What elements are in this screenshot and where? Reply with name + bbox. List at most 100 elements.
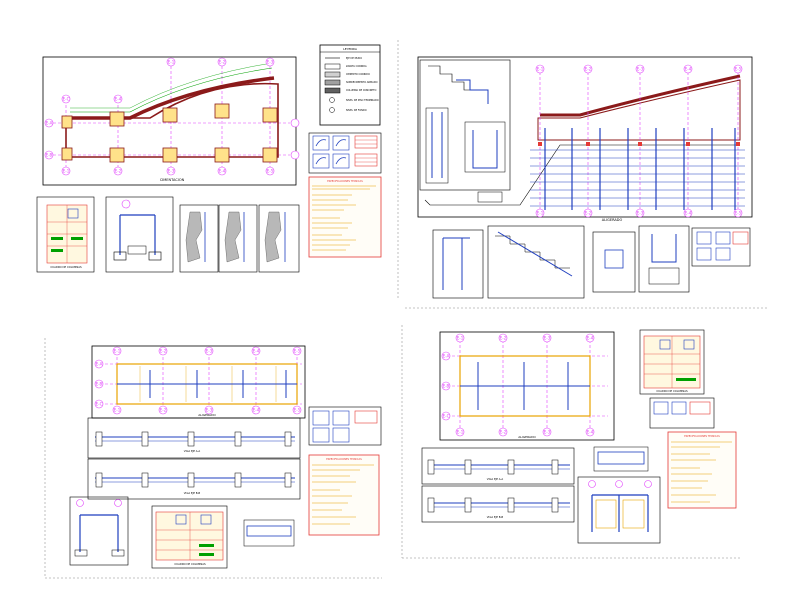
q3-axis-label: E-4 <box>253 349 260 354</box>
q1-detail-cards <box>308 132 382 174</box>
q1-foundation-section <box>105 196 174 273</box>
q3-axis-label: E-B <box>96 382 103 387</box>
q4-axis-label: E-1 <box>457 430 464 435</box>
q3-axis-label: E-A <box>96 362 103 367</box>
q2-axis-label: E-5 <box>735 211 742 216</box>
q1-axis-label: E-2 <box>115 169 122 174</box>
q3-beam-elevation-a: VIGA EJE A-A <box>87 417 301 459</box>
q4-axis-label: E-4 <box>587 336 594 341</box>
q1-axis-label: E-1 <box>168 60 175 65</box>
q3-axis-label: E-5 <box>294 349 301 354</box>
q4-axis-label: E-C <box>443 414 450 419</box>
q1-foundation-plan <box>42 56 297 186</box>
q1-column-table: CUADRO DE COLUMNAS <box>36 196 95 273</box>
q2-lower-details <box>432 225 751 299</box>
q4-elev-a-title: VIGA EJE A-A <box>487 477 504 481</box>
q1-axis-label: E-B <box>46 153 53 158</box>
q3-section-detail <box>243 519 295 547</box>
legend-row: NIVEL DE FONDO <box>346 109 367 112</box>
q3-slab-plan <box>91 345 306 419</box>
q3-specs-title: ESPECIFICACIONES TECNICAS <box>326 458 362 461</box>
q2-axis-label: E-4 <box>685 67 692 72</box>
q3-axis-label: E-1 <box>114 408 121 413</box>
q3-axis-label: E-4 <box>253 408 260 413</box>
q3-axis-label: E-2 <box>160 408 167 413</box>
q1-axis-bubbles-bottom: E-1 E-2 E-3 E-4 E-5 <box>61 166 275 176</box>
legend-row: EJE DE MURO <box>346 57 362 60</box>
q4-elev-b-title: VIGA EJE B-B <box>487 515 504 519</box>
q1-axis-bubbles-top: E-1 E-2 E-3 E-4 E-A E-B E-C <box>44 57 300 160</box>
q3-detail-cards <box>308 406 382 446</box>
q4-column-table: CUADRO DE COLUMNAS <box>639 329 705 395</box>
q3-plan-title: ALIGERADO <box>198 413 216 417</box>
q4-specifications-box: ESPECIFICACIONES TECNICAS <box>667 431 737 509</box>
q1-axis-label: E-3 <box>168 169 175 174</box>
q4-axis-bubbles: E-1 E-2 E-3 E-4 E-A E-B E-C E-1 E-2 E-3 … <box>441 333 595 437</box>
q4-axis-label: E-1 <box>457 336 464 341</box>
legend-row: SOBRECIMIENTO ARMADO <box>346 81 378 84</box>
q3-column-table: CUADRO DE COLUMNAS <box>151 505 228 569</box>
legend-row: ZAPATA CORRIDA <box>346 65 367 68</box>
q1-plan-title: CIMENTACION <box>160 178 185 182</box>
legend-box: LEYENDA EJE DE MURO ZAPATA CORRIDA CIMIE… <box>319 44 381 126</box>
q4-slab-plan <box>439 331 615 441</box>
sheet-boundaries <box>44 40 768 579</box>
q1-axis-label: E-4 <box>219 169 226 174</box>
q4-small-detail <box>593 446 649 472</box>
q2-axis-label: E-1 <box>537 211 544 216</box>
q3-frame-section <box>69 496 129 566</box>
q3-axis-label: E-3 <box>206 408 213 413</box>
q4-axis-label: E-A <box>443 354 450 359</box>
q1-specifications-box: ESPECIFICACIONES TECNICAS <box>308 176 382 258</box>
q4-axis-label: E-3 <box>544 430 551 435</box>
q2-axis-label: E-3 <box>637 67 644 72</box>
q3-axis-label: E-3 <box>206 349 213 354</box>
q4-axis-label: E-3 <box>544 336 551 341</box>
legend-row: CIMIENTO CORRIDO <box>346 73 370 76</box>
q1-axis-label: E-3 <box>267 60 274 65</box>
q2-axis-label: E-4 <box>685 211 692 216</box>
q3-axis-label: E-2 <box>160 349 167 354</box>
q1-axis-label: E-1 <box>63 169 70 174</box>
q4-axis-label: E-B <box>443 384 450 389</box>
q1-axis-label: E-4 <box>115 97 122 102</box>
q1-table-title: CUADRO DE COLUMNAS <box>50 265 82 269</box>
legend-row: NIVEL DE PISO TERMINADO <box>346 99 379 102</box>
q4-axis-label: E-4 <box>587 430 594 435</box>
q2-axis-label: E-5 <box>735 67 742 72</box>
q4-axis-label: E-2 <box>500 336 507 341</box>
q3-elev-a-title: VIGA EJE A-A <box>184 449 201 453</box>
q2-axis-label: E-1 <box>537 67 544 72</box>
q4-plan-title: ALIGERADO <box>518 435 536 439</box>
q3-axis-label: E-1 <box>114 349 121 354</box>
q1-wall-sections <box>179 204 300 273</box>
q2-axis-bubbles: E-1 E-2 E-3 E-4 E-5 E-1 E-2 E-3 E-4 E-5 <box>535 64 743 218</box>
q4-axis-label: E-2 <box>500 430 507 435</box>
q4-beam-elevation-b: VIGA EJE B-B <box>421 485 575 523</box>
q1-axis-label: E-5 <box>267 169 274 174</box>
q2-axis-label: E-2 <box>585 67 592 72</box>
q3-table-title: CUADRO DE COLUMNAS <box>174 562 206 566</box>
q3-axis-label: E-5 <box>294 408 301 413</box>
q2-axis-label: E-3 <box>637 211 644 216</box>
q4-table-title: CUADRO DE COLUMNAS <box>656 389 688 393</box>
q4-detail-cards <box>649 397 715 429</box>
q1-axis-label: E-A <box>46 121 53 126</box>
q1-axis-label: E-C <box>63 97 70 102</box>
q3-elev-b-title: VIGA EJE B-B <box>184 491 201 495</box>
q4-specs-title: ESPECIFICACIONES TECNICAS <box>684 435 720 438</box>
legend-row: COLUMNA DE CONCRETO <box>346 89 377 92</box>
q1-specs-title: ESPECIFICACIONES TECNICAS <box>327 180 363 183</box>
q3-axis-bubbles: E-1 E-2 E-3 E-4 E-5 E-A E-B E-C E-1 E-2 … <box>94 346 302 415</box>
q2-plan-title: ALIGERADO <box>602 218 623 222</box>
q4-beam-elevation-a: VIGA EJE A-A <box>421 447 575 485</box>
q3-axis-label: E-C <box>96 402 103 407</box>
q3-beam-elevation-b: VIGA EJE B-B <box>87 458 301 500</box>
q2-axis-label: E-2 <box>585 211 592 216</box>
q2-main-frame <box>417 56 753 218</box>
q4-frame-section <box>577 476 661 544</box>
q3-specifications-box: ESPECIFICACIONES TECNICAS <box>308 454 380 536</box>
q1-axis-label: E-2 <box>219 60 226 65</box>
legend-title: LEYENDA <box>343 47 358 51</box>
